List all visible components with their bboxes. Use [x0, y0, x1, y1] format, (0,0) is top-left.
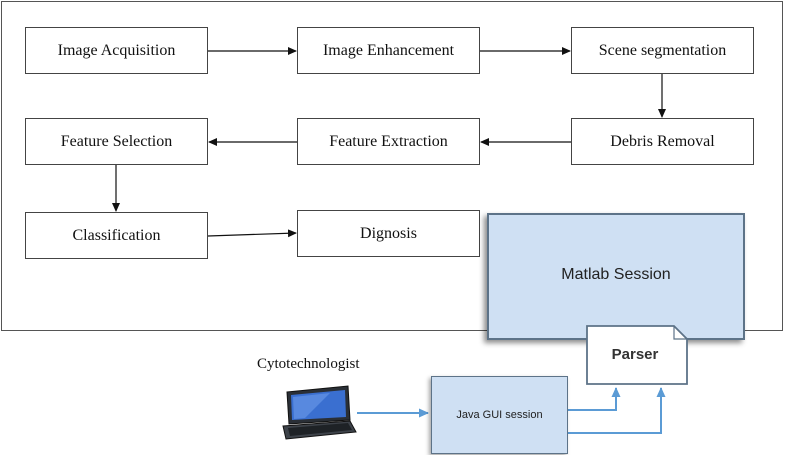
image-enhancement-box: Image Enhancement [297, 27, 480, 74]
java-gui-session-label: Java GUI session [456, 409, 543, 421]
parser-label: Parser [611, 346, 659, 363]
feature-extraction-label: Feature Extraction [329, 132, 448, 150]
parser-folded-corner [673, 326, 687, 340]
matlab-session-label: Matlab Session [561, 266, 671, 283]
matlab-session-box: Matlab Session [487, 213, 745, 340]
parser-document-shape [586, 325, 688, 385]
debris-removal-label: Debris Removal [610, 132, 715, 150]
feature-selection-label: Feature Selection [60, 132, 173, 150]
scene-segmentation-label: Scene segmentation [598, 41, 727, 59]
laptop-icon [282, 385, 357, 440]
arrow-classification-to-dignosis [207, 229, 297, 238]
arrow-java-to-parser-2 [568, 387, 666, 434]
image-acquisition-label: Image Acquisition [57, 41, 176, 59]
scene-segmentation-box: Scene segmentation [571, 27, 754, 74]
dignosis-label: Dignosis [360, 224, 417, 242]
image-enhancement-label: Image Enhancement [322, 41, 455, 59]
classification-box: Classification [25, 212, 208, 259]
flowchart-frame [1, 1, 783, 331]
image-acquisition-box: Image Acquisition [25, 27, 208, 74]
java-gui-session-box: Java GUI session [431, 376, 568, 454]
feature-selection-box: Feature Selection [25, 118, 208, 165]
cytotechnologist-label: Cytotechnologist [257, 356, 360, 372]
classification-label: Classification [72, 226, 161, 244]
feature-extraction-box: Feature Extraction [297, 118, 480, 165]
dignosis-box: Dignosis [297, 210, 480, 257]
debris-removal-box: Debris Removal [571, 118, 754, 165]
arrow-java-to-parser-1 [568, 387, 621, 411]
